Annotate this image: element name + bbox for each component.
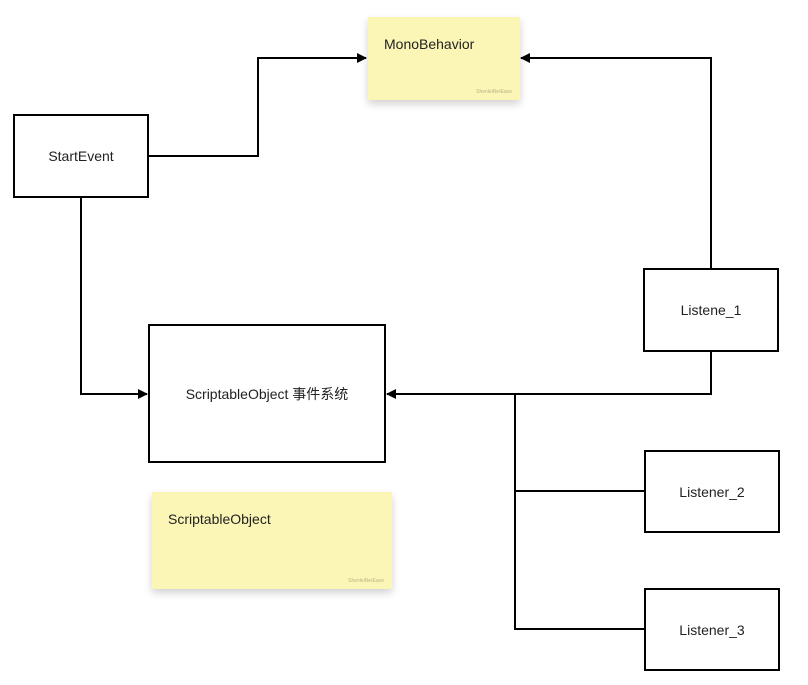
connector-listener1-to-event-system (386, 351, 712, 399)
connector-listener2-branch (514, 394, 644, 492)
start-event-node[interactable]: StartEvent (13, 114, 149, 198)
listener-2-label: Listener_2 (679, 483, 745, 500)
event-system-node[interactable]: ScriptableObject 事件系统 (148, 324, 386, 463)
listener-3-node[interactable]: Listener_3 (644, 588, 780, 671)
listener-2-node[interactable]: Listener_2 (644, 450, 780, 533)
monobehavior-note-label: MonoBehavior (384, 36, 475, 52)
scriptableobject-note-label: ScriptableObject (168, 511, 271, 527)
start-event-label: StartEvent (48, 148, 114, 164)
connector-listener1-to-monobehavior (520, 53, 712, 268)
scriptableobject-note[interactable]: ScriptableObject ShenleiNetEase (152, 492, 392, 589)
listener-1-label: Listene_1 (680, 302, 742, 318)
monobehavior-note[interactable]: MonoBehavior ShenleiNetEase (368, 17, 520, 100)
connector-startevent-to-event-system (80, 198, 148, 399)
scriptableobject-note-signature: ShenleiNetEase (348, 578, 384, 584)
connector-startevent-to-monobehavior (149, 53, 367, 157)
connector-listener3-branch (514, 491, 644, 630)
listener-1-node[interactable]: Listene_1 (643, 268, 779, 352)
monobehavior-note-signature: ShenleiNetEase (476, 89, 512, 95)
event-system-label: ScriptableObject 事件系统 (185, 385, 349, 402)
listener-3-label: Listener_3 (679, 621, 745, 638)
